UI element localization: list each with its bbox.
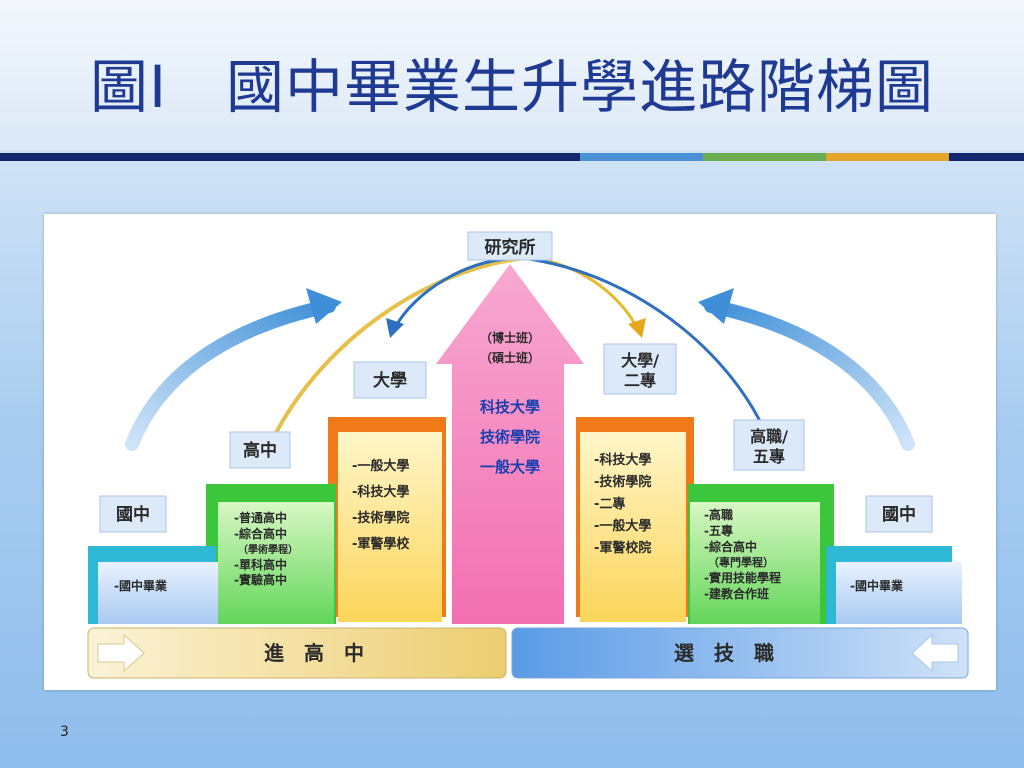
left-outer-arc-arrowhead (306, 288, 342, 324)
left-banner (87, 627, 507, 679)
right-uni-item-1: -科技大學 (594, 452, 651, 468)
right-voc-item-5: -實用技能學程 (704, 570, 781, 585)
right-uni-item-4: -一般大學 (594, 518, 651, 534)
left-junior-label-box (99, 495, 167, 533)
right-voc-item-4: （專門學程） (708, 555, 774, 569)
left-banner-text: 進 高 中 (264, 641, 364, 665)
right-junior-box (836, 562, 962, 624)
left-uni-item-2: -科技大學 (352, 484, 409, 500)
right-vocational-label-line1: 高職/ (750, 427, 788, 446)
right-uni-item-5: -軍警校院 (594, 540, 651, 556)
center-item-2: 技術學院 (480, 428, 540, 446)
left-senior-item-4: -單科高中 (234, 557, 287, 572)
right-university-label-box (603, 343, 677, 395)
left-senior-item-3: （學術學程） (238, 543, 298, 556)
right-banner-arrow-icon (911, 633, 959, 673)
center-item-3: 一般大學 (480, 458, 540, 476)
left-junior-label: 國中 (116, 504, 150, 525)
graduate-label-box (467, 231, 553, 261)
right-junior-label-box (865, 495, 933, 533)
right-vocational-label-line2: 五專 (753, 447, 785, 466)
left-senior-box (218, 502, 334, 624)
right-voc-item-1: -高職 (704, 507, 733, 522)
left-uni-item-1: -一般大學 (352, 458, 409, 474)
left-senior-item-5: -實驗高中 (234, 572, 287, 587)
right-junior-item-1: -國中畢業 (850, 578, 904, 593)
right-gold-arc-arrowhead (628, 318, 646, 338)
left-senior-label: 高中 (243, 440, 277, 461)
left-blue-arc-arrowhead (386, 318, 404, 338)
center-sub1: （博士班） (480, 330, 540, 345)
left-university-box (338, 432, 442, 622)
title-area (0, 0, 1024, 150)
right-vocational-label-box (733, 419, 805, 471)
center-sub2: （碩士班） (480, 350, 540, 365)
center-pink-arrow (436, 264, 584, 624)
left-university-label-box (353, 361, 427, 399)
right-banner (511, 627, 969, 679)
page-number: 3 (60, 724, 69, 740)
right-junior-label: 國中 (882, 504, 916, 525)
right-voc-item-2: -五專 (704, 523, 733, 538)
diagram-panel: 研究所 （博士班） （碩士班） 科技大學 技術學院 一般大學 大學 -一般大學 … (44, 214, 996, 690)
left-uni-item-3: -技術學院 (352, 510, 409, 526)
slide-title: 圖I 國中畢業生升學進路階梯圖 (89, 53, 935, 121)
right-vocational-box (690, 502, 820, 624)
right-voc-item-3: -綜合高中 (704, 539, 757, 554)
right-university-box (580, 432, 686, 622)
right-uni-item-2: -技術學院 (594, 474, 651, 490)
left-junior-item-1: -國中畢業 (114, 578, 168, 593)
graduate-label: 研究所 (485, 237, 536, 258)
right-blue-arc (521, 256, 776, 455)
right-outer-arc-arrowhead (698, 288, 734, 324)
left-senior-item-1: -普通高中 (234, 510, 287, 525)
right-banner-text: 選 技 職 (674, 641, 774, 665)
left-senior-label-box (229, 431, 291, 469)
left-banner-arrow-icon (97, 633, 145, 673)
right-university-label-line2: 二專 (624, 371, 656, 390)
right-voc-item-6: -建教合作班 (704, 586, 769, 601)
center-item-1: 科技大學 (480, 398, 540, 416)
left-senior-item-2: -綜合高中 (234, 526, 287, 541)
left-junior-box (98, 562, 218, 624)
right-uni-item-3: -二專 (594, 496, 625, 512)
left-outer-arc (125, 299, 336, 451)
title-rule-gold (826, 153, 949, 161)
right-university-label-line1: 大學/ (621, 351, 659, 370)
left-university-label: 大學 (373, 370, 407, 391)
title-rule-navy (0, 153, 580, 161)
left-gold-arc (264, 256, 525, 455)
left-uni-item-4: -軍警學校 (352, 536, 410, 552)
title-rule-blue (580, 153, 703, 161)
ladder-diagram: 研究所 （博士班） （碩士班） 科技大學 技術學院 一般大學 大學 -一般大學 … (87, 231, 969, 679)
title-rule-green (703, 153, 826, 161)
title-rule-navy-end (949, 153, 1024, 161)
right-outer-arc (704, 299, 915, 451)
